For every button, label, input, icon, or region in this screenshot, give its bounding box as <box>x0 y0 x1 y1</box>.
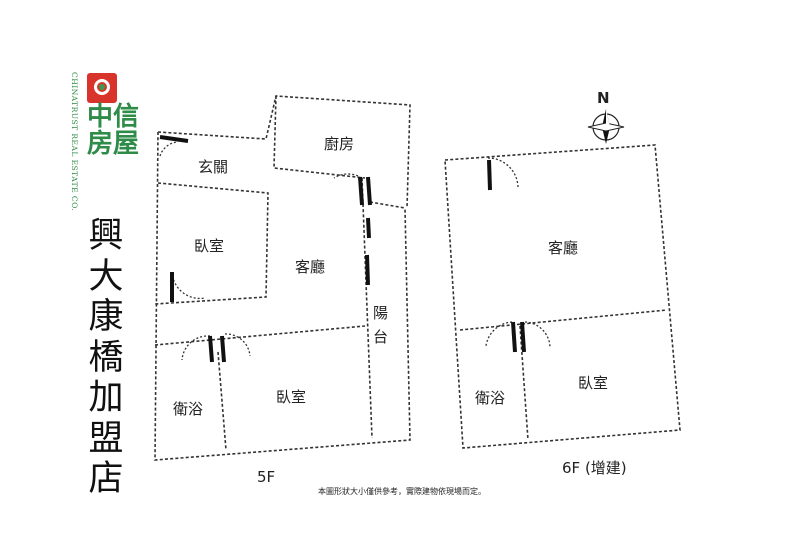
room-label-bedroom: 臥室 <box>276 388 306 406</box>
logo-line-2: 房屋 <box>87 129 140 159</box>
sliding-door <box>366 217 371 239</box>
door-leaf <box>487 159 492 191</box>
store-char: 加 <box>88 378 124 418</box>
door-leaf <box>220 335 226 363</box>
floor-label-6f: 6F (增建) <box>562 459 627 477</box>
sliding-door <box>365 254 370 286</box>
door-leaf <box>358 176 364 206</box>
door-leaf <box>520 321 526 353</box>
room-label-bedroom: 臥室 <box>578 374 608 392</box>
store-char: 康 <box>88 297 124 337</box>
store-char: 盟 <box>88 418 124 459</box>
6f-outer-wall <box>444 144 681 449</box>
room-label-bathroom: 衛浴 <box>475 389 505 407</box>
room-label-living-room: 客廳 <box>548 239 578 257</box>
room-label-bedroom: 臥室 <box>194 237 224 255</box>
company-logo-name: 中信 房屋 <box>87 104 147 158</box>
room-label-entrance: 玄關 <box>198 158 228 176</box>
disclaimer-note: 本圖形狀大小僅供參考，實際建物依現場而定。 <box>318 487 486 496</box>
room-label-kitchen: 廚房 <box>324 135 354 153</box>
room-label-living-room: 客廳 <box>295 258 325 276</box>
5f-internal-wall <box>154 95 373 451</box>
room-label-balcony: 陽 <box>373 304 388 322</box>
compass-north-label: N <box>597 89 610 107</box>
north-compass-icon <box>587 109 625 144</box>
store-char: 店 <box>88 459 124 499</box>
6f-internal-wall <box>459 309 668 441</box>
logo-line-1: 中信 <box>87 102 140 132</box>
store-char: 大 <box>88 256 124 297</box>
store-char: 興 <box>88 216 124 256</box>
logo-english-text: CHINATRUST REAL ESTATE CO. <box>70 72 79 212</box>
company-logo-icon <box>87 73 117 103</box>
door-leaf <box>208 335 214 363</box>
door-leaf <box>159 135 189 143</box>
store-char: 橋 <box>88 337 124 378</box>
room-label-balcony: 台 <box>373 328 388 346</box>
door-leaf <box>366 176 372 206</box>
door-leaf <box>511 321 517 353</box>
store-name: 興 大 康 橋 加 盟 店 <box>76 216 136 500</box>
room-label-bathroom: 衛浴 <box>173 400 203 418</box>
floor-label-5f: 5F <box>257 468 275 486</box>
